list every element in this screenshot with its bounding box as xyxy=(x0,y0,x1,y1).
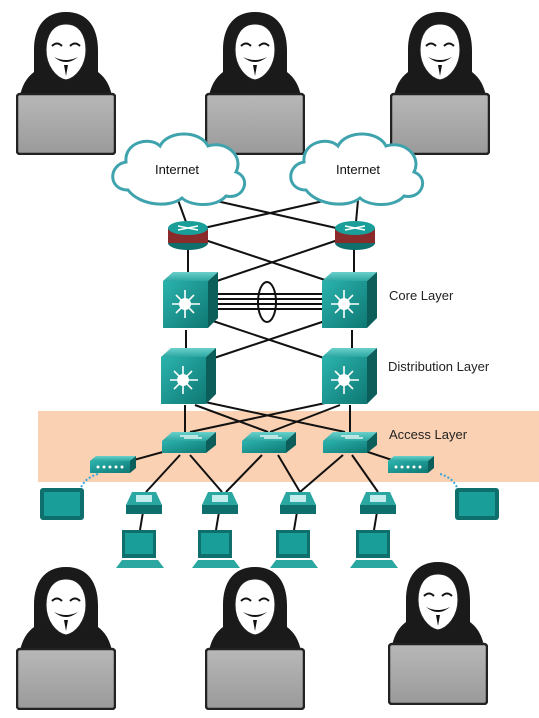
access-point-icon xyxy=(90,456,136,473)
hacker-icon xyxy=(16,10,116,155)
access-point-icon xyxy=(388,456,434,473)
ip-phone-icon xyxy=(360,492,396,514)
hacker-icon xyxy=(205,565,305,710)
internet-cloud-left: Internet xyxy=(111,132,247,206)
router-icon xyxy=(335,221,375,250)
tablet-icon xyxy=(40,488,84,520)
distribution-layer-label: Distribution Layer xyxy=(388,359,490,374)
router-icon xyxy=(168,221,208,250)
core-layer-label: Core Layer xyxy=(389,288,454,303)
hacker-icon xyxy=(388,560,488,705)
access-switch-icon xyxy=(323,432,377,453)
core-switch-icon xyxy=(163,272,218,328)
core-switch-icon xyxy=(322,272,377,328)
pc-icon xyxy=(192,530,240,568)
distribution-switch-icon xyxy=(161,348,216,404)
etherchannel-bundle xyxy=(257,281,277,323)
wireless-links xyxy=(79,473,459,491)
access-switch-icon xyxy=(162,432,216,453)
access-switch-icon xyxy=(242,432,296,453)
ip-phone-icon xyxy=(202,492,238,514)
distribution-switch-icon xyxy=(322,348,377,404)
hacker-icon xyxy=(16,565,116,710)
tablet-icon xyxy=(455,488,499,520)
access-layer-label: Access Layer xyxy=(389,427,468,442)
cloud-label: Internet xyxy=(155,162,199,177)
internet-cloud-right: Internet xyxy=(289,132,425,206)
pc-icon xyxy=(270,530,318,568)
pc-icon xyxy=(350,530,398,568)
hacker-icon xyxy=(205,10,305,155)
hacker-icon xyxy=(390,10,490,155)
ip-phone-icon xyxy=(126,492,162,514)
pc-icon xyxy=(116,530,164,568)
ip-phone-icon xyxy=(280,492,316,514)
cloud-label: Internet xyxy=(336,162,380,177)
